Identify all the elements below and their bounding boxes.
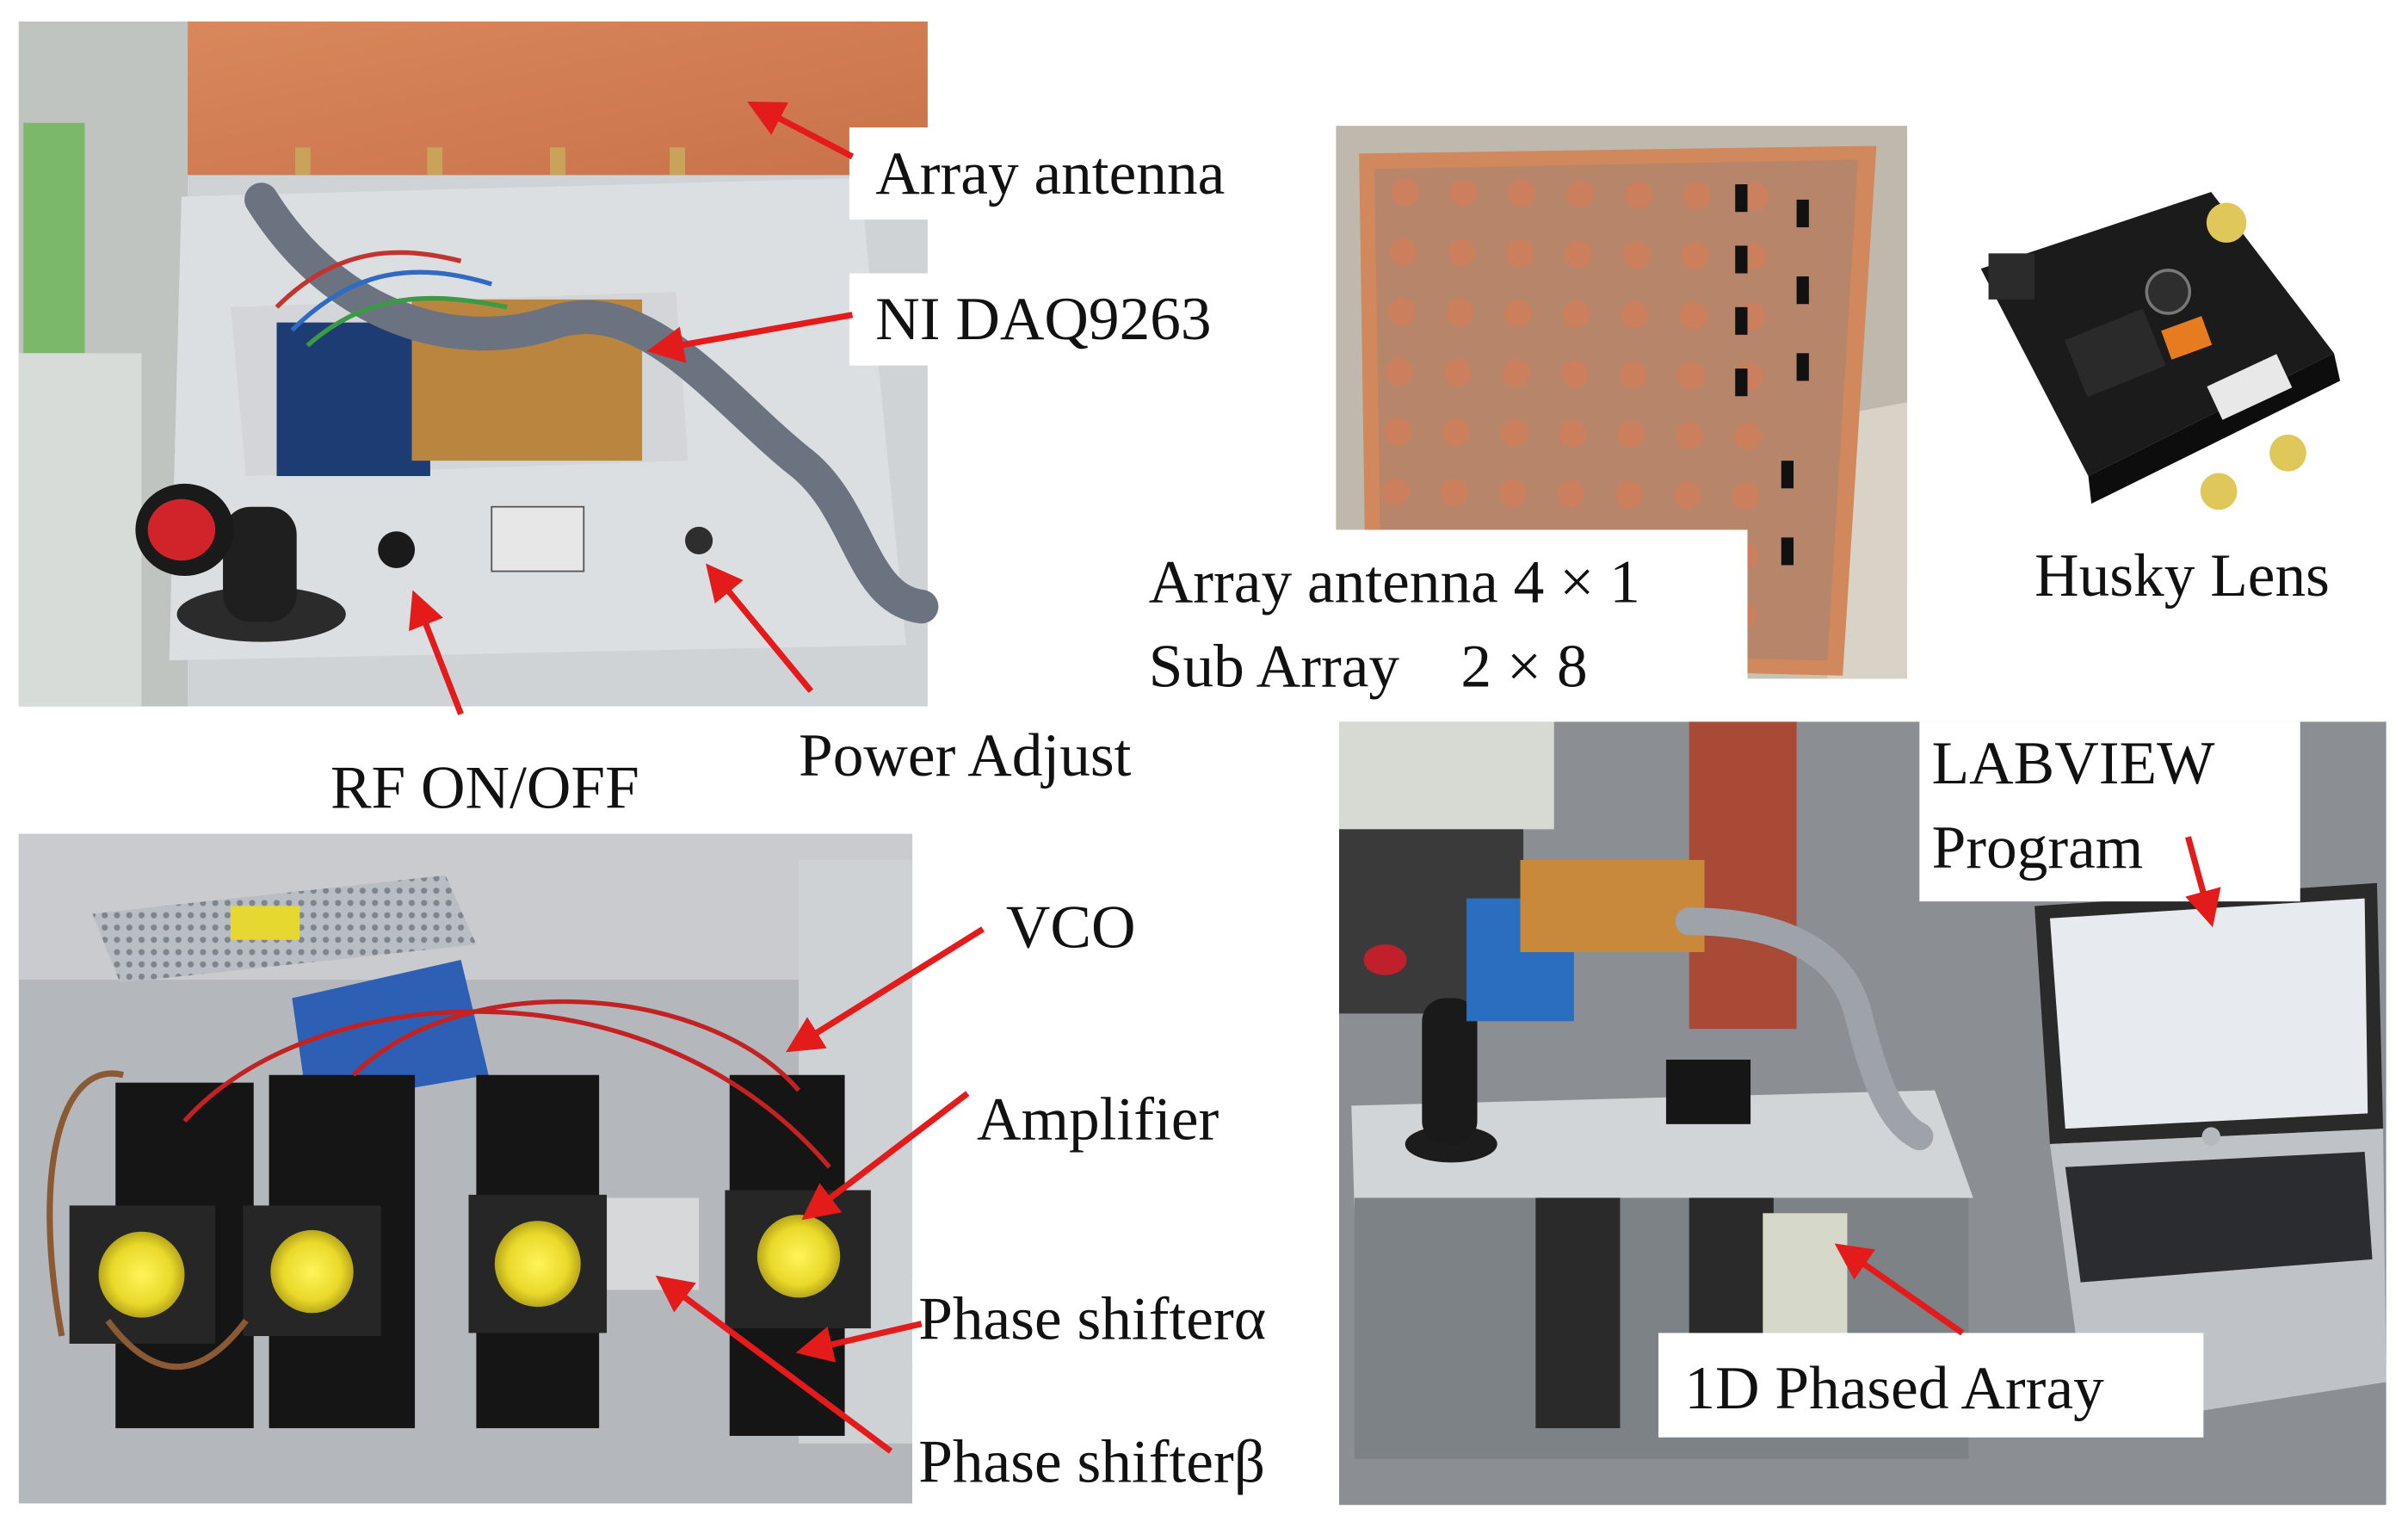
antenna-patch (1673, 481, 1701, 510)
arrow-power-adjust (706, 563, 814, 694)
label-power-adjust: Power Adjust (799, 721, 1132, 789)
label-husky-lens: Husky Lens (2034, 541, 2330, 609)
antenna-patch (1384, 418, 1412, 446)
label-labview-line1: LABVIEW (1932, 729, 2216, 797)
antenna-patch (1444, 358, 1473, 387)
antenna-patch (1389, 238, 1417, 266)
antenna-patch (1502, 359, 1530, 387)
antenna-patch (1446, 298, 1474, 327)
callout-rf-on-off: RF ON/OFF (307, 590, 722, 839)
label-1d-phased-array: 1D Phased Array (1684, 1354, 2104, 1422)
label-phase-shifter-beta: Phase shifterβ (918, 1427, 1265, 1495)
antenna-patch (1681, 241, 1709, 270)
antenna-patch (1557, 479, 1585, 508)
antenna-patch (1564, 240, 1592, 269)
antenna-patch (1508, 179, 1536, 207)
callout-husky-lens: Husky Lens (2034, 541, 2330, 609)
antenna-patch (1560, 360, 1589, 388)
label-array-antenna: Array antenna (875, 139, 1225, 207)
callout-array-antenna: Array antenna (747, 101, 1282, 220)
antenna-patch (1677, 362, 1706, 390)
antenna-patch (1615, 480, 1644, 509)
arrow-amplifier (801, 1091, 970, 1221)
antenna-patch (1622, 241, 1651, 269)
label-rf-on-off: RF ON/OFF (330, 753, 639, 821)
arrow-1d-phased-array (1834, 1243, 1965, 1336)
label-array-antenna-4x1: Array antenna 4 × 1 (1149, 547, 1640, 616)
antenna-patch (1386, 357, 1414, 386)
callout-ni-daq: NI DAQ9263 (646, 273, 1295, 366)
photo-full-system (1338, 721, 2386, 1506)
label-amplifier: Amplifier (977, 1086, 1219, 1154)
antenna-patch (1448, 238, 1476, 267)
antenna-patch (1683, 182, 1711, 210)
antenna-patch (1440, 478, 1468, 506)
antenna-patch (1500, 419, 1528, 448)
antenna-patch (1559, 419, 1587, 449)
antenna-patch (1566, 180, 1595, 208)
antenna-patch (1732, 482, 1760, 510)
antenna-patch (1503, 299, 1533, 327)
callout-phase-shifter-alpha: Phase shifterα (795, 1277, 1327, 1364)
antenna-patch (1498, 479, 1527, 507)
arrow-rf-on-off (409, 590, 464, 715)
arrow-labview (2185, 836, 2221, 928)
antenna-patch (1387, 298, 1416, 326)
label-ni-daq: NI DAQ9263 (875, 285, 1211, 353)
antenna-patch (1741, 182, 1769, 211)
callout-labview: LABVIEW Program (1919, 721, 2300, 928)
antenna-patch (1617, 420, 1645, 449)
antenna-patch (1506, 239, 1534, 268)
photo-husky-lens (1980, 191, 2341, 510)
label-labview-line2: Program (1932, 813, 2144, 882)
photo-controller-top-view (18, 21, 939, 707)
antenna-patch (1391, 177, 1419, 207)
antenna-patch (1381, 477, 1411, 505)
callout-1d-phased-array: 1D Phased Array (1658, 1243, 2204, 1438)
antenna-patch (1619, 361, 1647, 389)
label-phase-shifter-alpha: Phase shifterα (918, 1285, 1266, 1353)
callout-vco: VCO (786, 894, 1136, 1053)
antenna-patch (1676, 421, 1704, 449)
antenna-patch (1562, 300, 1590, 328)
antenna-patch (1679, 301, 1707, 330)
antenna-patch (1621, 300, 1649, 329)
callout-phase-shifter-beta: Phase shifterβ (655, 1275, 1327, 1507)
arrow-ni-daq (646, 312, 854, 363)
arrow-vco (786, 926, 985, 1053)
antenna-patch (1442, 418, 1470, 447)
antenna-patch (1624, 181, 1652, 209)
callout-amplifier: Amplifier (801, 1086, 1219, 1221)
antenna-patch (1449, 178, 1478, 207)
arrow-array-antenna (747, 101, 855, 160)
arrow-phase-shifter-beta (655, 1275, 893, 1454)
label-sub-array: Sub Array 2 × 8 (1149, 632, 1588, 700)
arrow-phase-shifter-alpha (795, 1321, 923, 1363)
label-vco: VCO (1006, 894, 1136, 962)
photo-rf-chain (18, 833, 913, 1504)
callout-power-adjust: Power Adjust (706, 563, 1132, 789)
callout-array-antenna-4x1: Array antenna 4 × 1 Sub Array 2 × 8 (1133, 529, 1748, 702)
antenna-patch (1733, 422, 1762, 450)
